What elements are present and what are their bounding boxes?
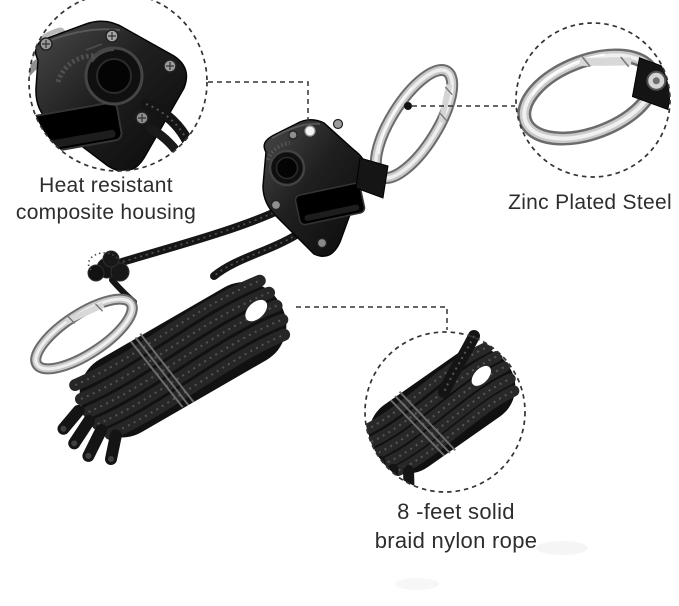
connector-line-rope bbox=[296, 306, 448, 330]
housing-label-line2: composite housing bbox=[15, 201, 197, 224]
housing-label-line1: Heat resistant bbox=[39, 174, 173, 197]
housing-body-closeup bbox=[29, 20, 188, 171]
connector-line-housing bbox=[208, 81, 309, 125]
rope-label-line2: braid nylon rope bbox=[374, 528, 538, 553]
rope-to-coil bbox=[210, 230, 302, 280]
rope-knot bbox=[87, 250, 137, 305]
carabiner-callout-circle bbox=[515, 22, 671, 178]
rope-coil bbox=[57, 274, 291, 466]
carabiner-gate bbox=[579, 56, 632, 68]
ratchet-housing-closeup-art bbox=[29, 20, 194, 171]
rope-exit-closeup bbox=[140, 98, 194, 165]
rope-to-knot bbox=[118, 204, 288, 266]
screw-icons-main bbox=[270, 118, 344, 249]
rope-callout-circle bbox=[364, 331, 526, 493]
rope-strand-overflow bbox=[438, 330, 480, 398]
rope-tails bbox=[57, 404, 122, 466]
attachment-tab bbox=[355, 157, 389, 199]
rope-coil-closeup-art bbox=[365, 341, 520, 492]
left-carabiner bbox=[30, 293, 138, 375]
connector-dot-housing bbox=[304, 125, 316, 137]
rope-feature-label: 8 -feet solid braid nylon rope bbox=[350, 497, 562, 555]
ratchet-pulley-housing bbox=[262, 118, 367, 257]
screw-icons bbox=[39, 29, 177, 125]
steel-label-line1: Zinc Plated Steel bbox=[508, 191, 672, 214]
housing-callout-circle bbox=[28, 0, 208, 172]
housing-feature-label: Heat resistant composite housing bbox=[0, 172, 212, 226]
steel-feature-label: Zinc Plated Steel bbox=[501, 190, 679, 216]
rope-label-line1: 8 -feet solid bbox=[397, 499, 515, 524]
shadow-smudge bbox=[536, 541, 588, 555]
connector-dot-steel bbox=[404, 102, 412, 110]
shadow-smudge bbox=[395, 578, 439, 590]
carabiner-closeup-art bbox=[517, 48, 670, 146]
